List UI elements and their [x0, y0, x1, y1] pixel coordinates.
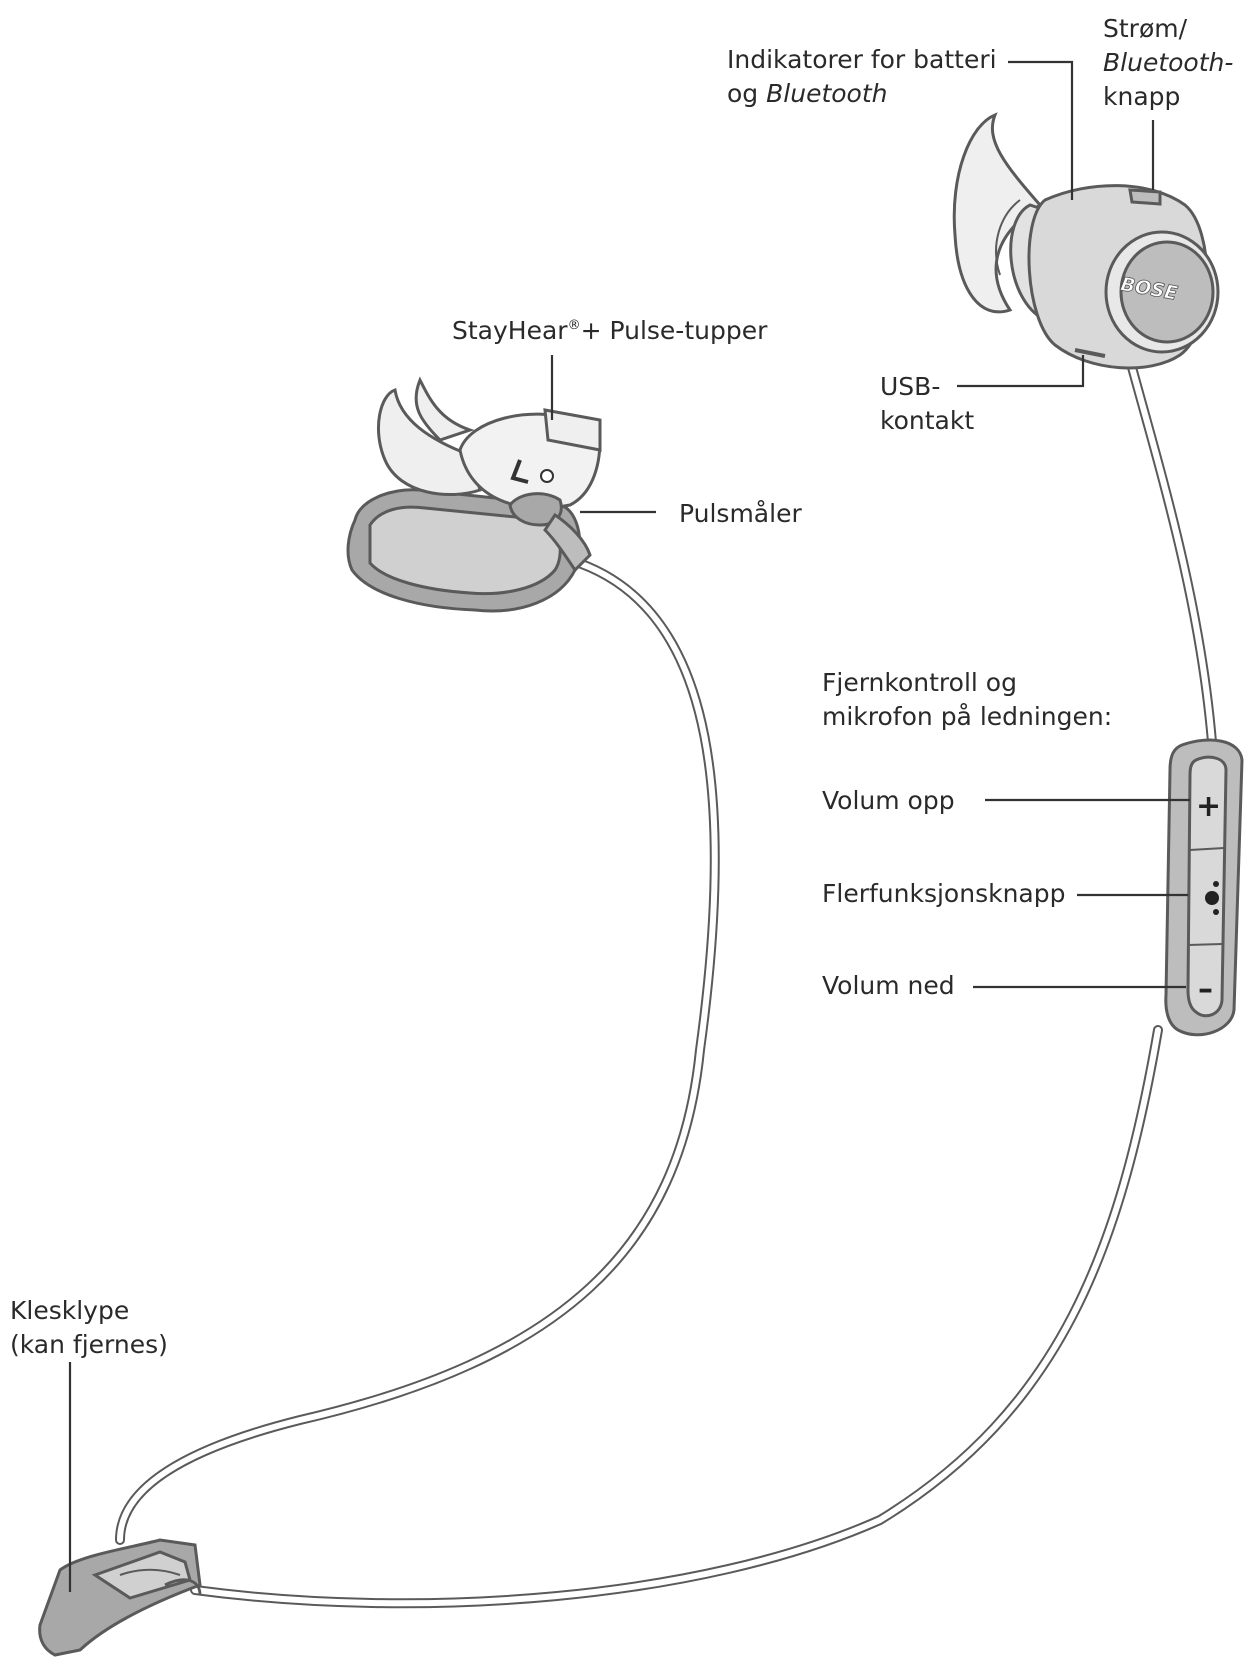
label-shirt-clip: Klesklype (kan fjernes) [10, 1294, 168, 1362]
label-power-bluetooth-button: Strøm/ Bluetooth- knapp [1103, 12, 1233, 114]
label-usb-port: USB- kontakt [880, 370, 974, 438]
minus-icon: – [1198, 972, 1213, 1007]
dot-button-icon [1205, 891, 1219, 905]
label-remote-line2: mikrofon på ledningen: [822, 702, 1113, 731]
leader-usb [957, 355, 1085, 388]
label-indicators-line2: og Bluetooth [727, 79, 888, 108]
label-multifunction-button: Flerfunksjonsknapp [822, 879, 1066, 908]
label-clip-line2: (kan fjernes) [10, 1330, 168, 1359]
label-volume-up: Volum opp [822, 786, 955, 815]
label-battery-bluetooth-indicators: Indikatorer for batteri og Bluetooth [727, 43, 997, 111]
shirt-clip [38, 1538, 202, 1657]
label-power-line2: Bluetooth- [1103, 48, 1234, 77]
right-stayhear-wing [952, 112, 1043, 314]
label-clip-line1: Klesklype [10, 1296, 130, 1325]
l-mark-icon [510, 459, 529, 484]
left-cable-strain [543, 512, 592, 573]
label-heart-rate-sensor: Pulsmåler [679, 499, 802, 528]
right-earbud [952, 112, 1220, 370]
label-usb-line2: kontakt [880, 406, 975, 435]
leader-indicators [1008, 60, 1074, 200]
label-stayhear-tips: StayHear®+ Pulse-tupper [452, 316, 768, 345]
left-earbud-dot [540, 469, 554, 483]
plus-icon: + [1196, 789, 1221, 824]
label-power-line1: Strøm/ [1103, 14, 1188, 43]
left-earbud [346, 376, 602, 613]
power-bluetooth-button [1128, 188, 1162, 206]
label-inline-remote: Fjernkontroll og mikrofon på ledningen: [822, 666, 1112, 734]
inline-remote [1164, 738, 1244, 1037]
label-usb-line1: USB- [880, 372, 941, 401]
leader-lines [68, 60, 1190, 1592]
label-power-line3: knapp [1103, 82, 1181, 111]
label-volume-down: Volum ned [822, 971, 955, 1000]
usb-port [1074, 348, 1106, 358]
label-remote-line1: Fjernkontroll og [822, 668, 1017, 697]
cable [115, 355, 1217, 1609]
label-indicators-line1: Indikatorer for batteri [727, 45, 997, 74]
left-stayhear-wing [377, 388, 482, 497]
